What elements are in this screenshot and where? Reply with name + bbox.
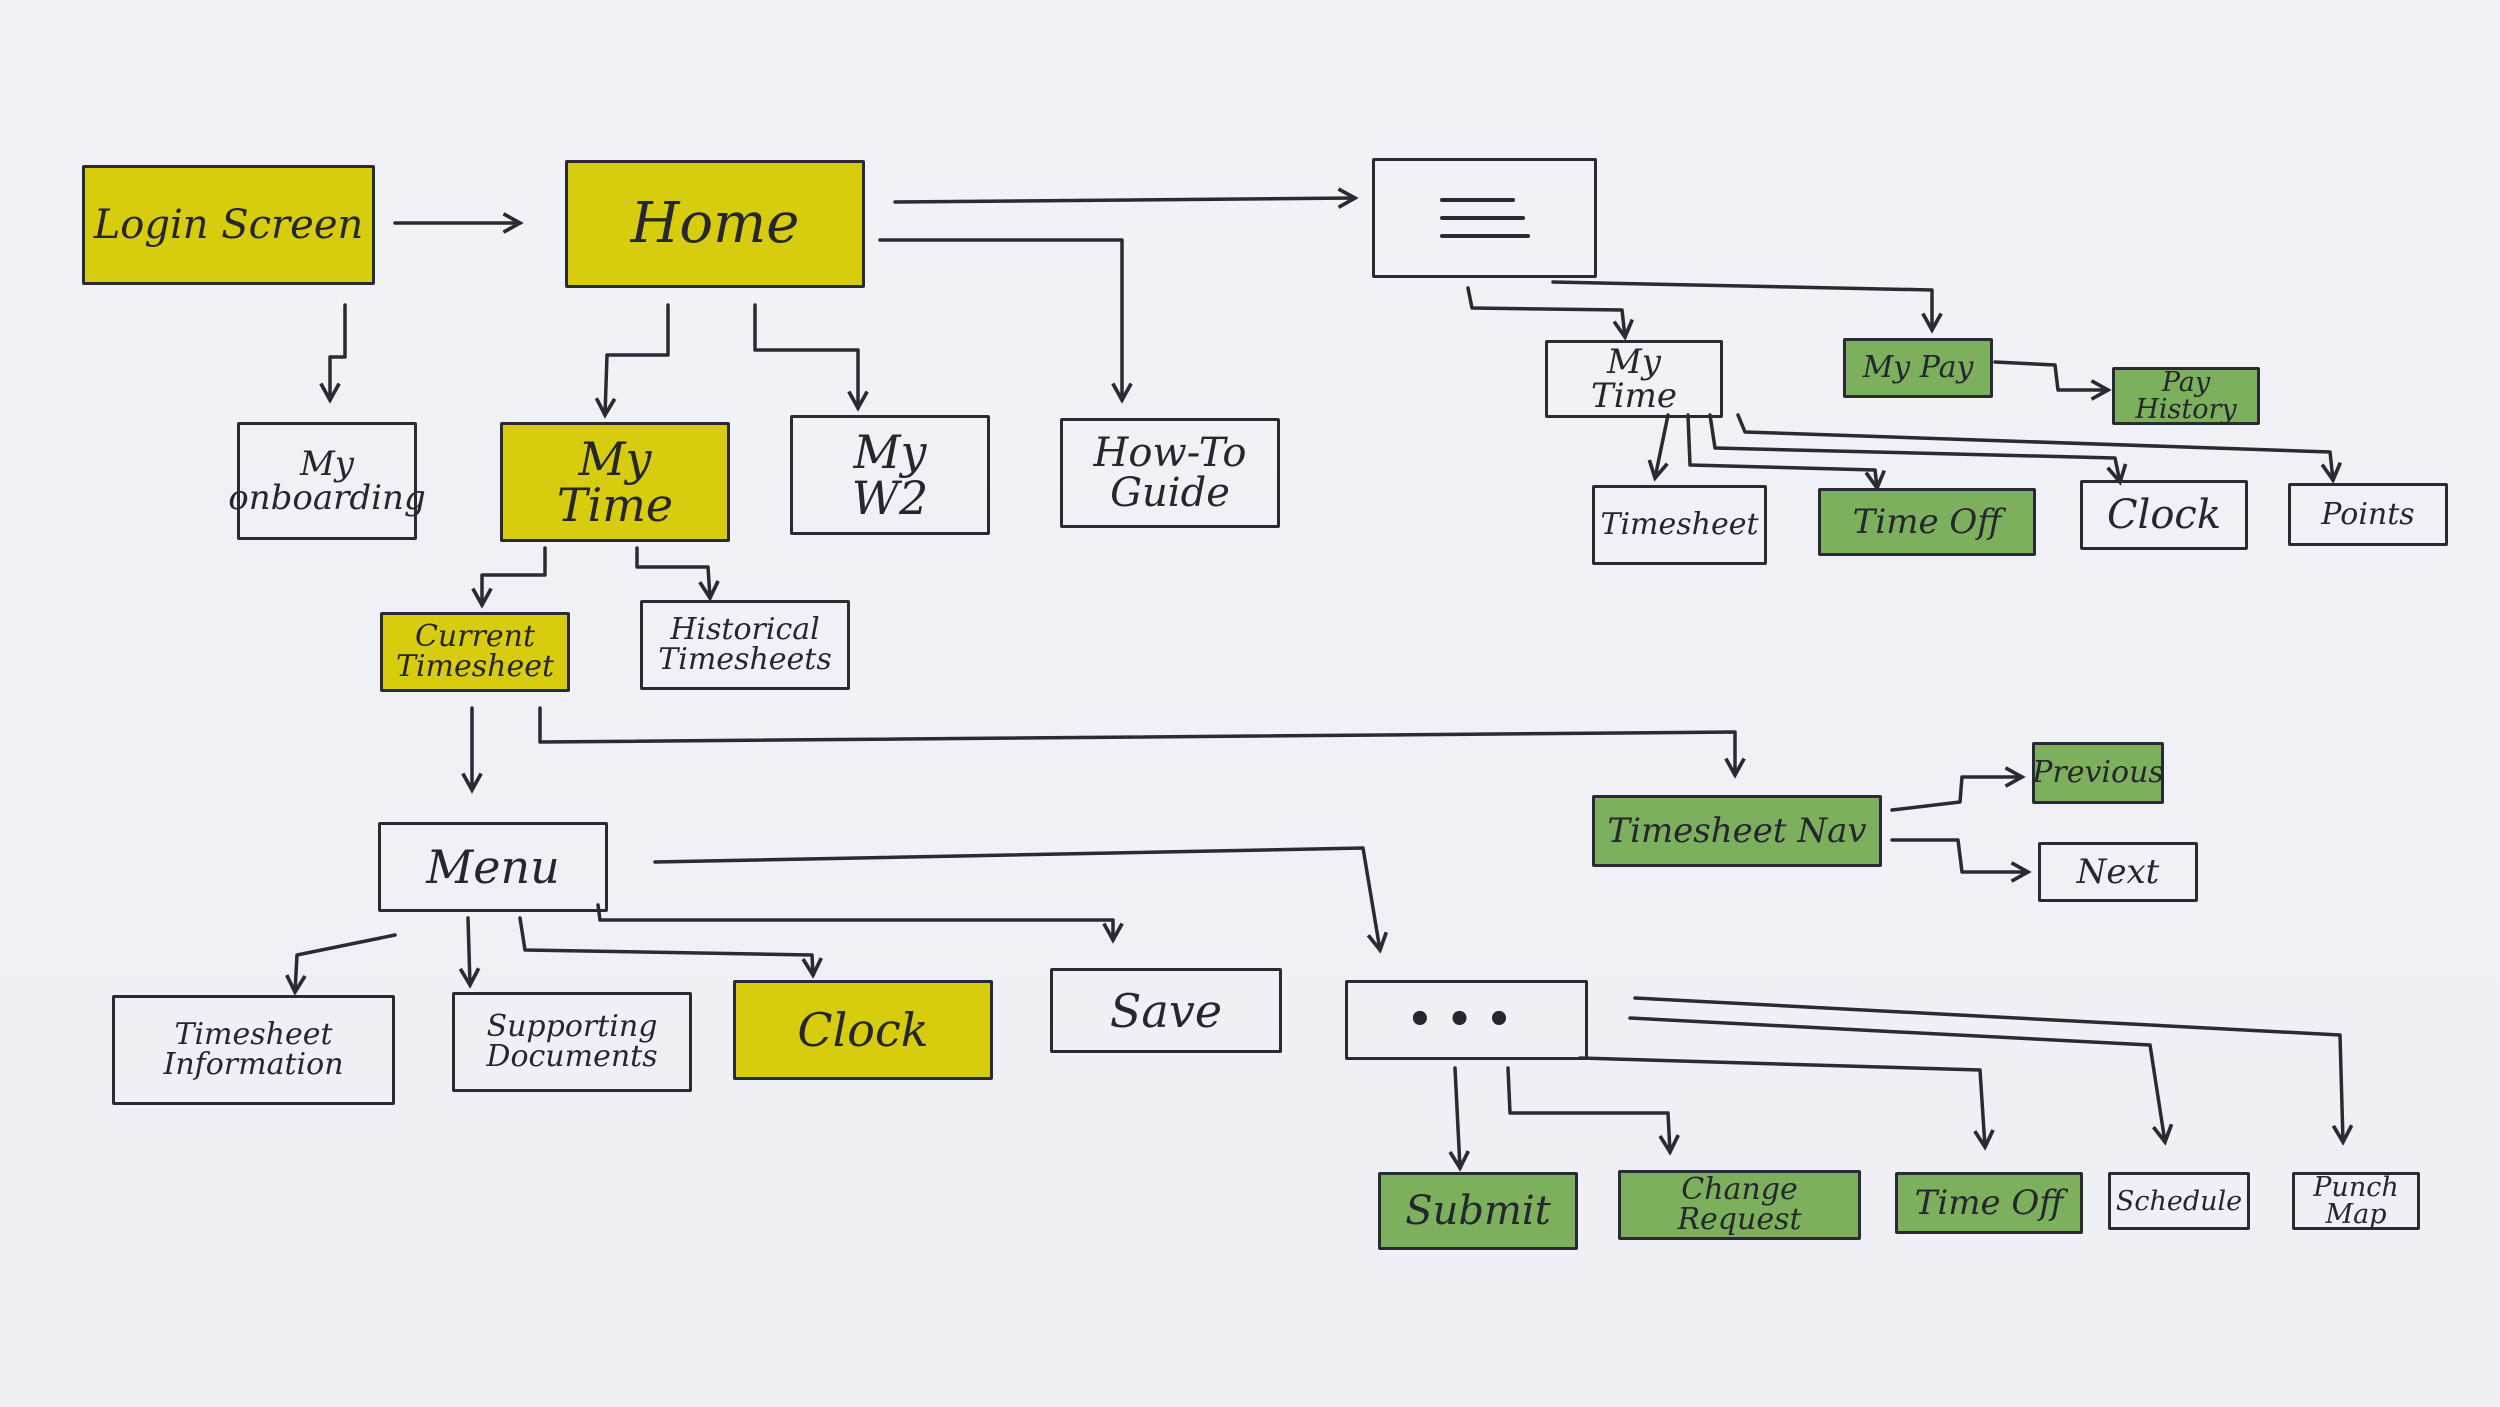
edge-home-my-onboarding: [330, 303, 347, 400]
node-change-request: Change Request: [1618, 1170, 1861, 1240]
edge-menu-clock: [518, 916, 813, 975]
edge-more-punch: [1633, 996, 2343, 1142]
node-my-w2: My W2: [790, 415, 990, 535]
edge-more-schedule: [1628, 1016, 2165, 1142]
node-points: Points: [2288, 483, 2448, 546]
node-menu: Menu: [378, 822, 608, 912]
edge-more-change: [1506, 1066, 1670, 1152]
edge-more-submit: [1455, 1066, 1460, 1168]
node-punch-map: Punch Map: [2292, 1172, 2420, 1230]
edge-home-how-to-guide: [878, 238, 1122, 400]
node-supporting-documents: Supporting Documents: [452, 992, 692, 1092]
edge-hamburger-my-pay: [1551, 280, 1932, 330]
edge-nav-next: [1890, 838, 2028, 872]
edge-hamburger-my-time: [1466, 286, 1625, 337]
node-submit: Submit: [1378, 1172, 1578, 1250]
edge-more-timeoff: [1578, 1056, 1985, 1147]
node-clock: Clock: [733, 980, 993, 1080]
node-save: Save: [1050, 968, 1282, 1053]
node-schedule: Schedule: [2108, 1172, 2250, 1230]
node-how-to-guide: How-To Guide: [1060, 418, 1280, 528]
edge-menu-timesheet-info: [295, 933, 397, 992]
node-clock-right: Clock: [2080, 480, 2248, 550]
edge-mytime-timesheet: [1655, 413, 1670, 478]
node-my-onboarding: My onboarding: [228, 422, 426, 540]
edge-nav-previous: [1890, 777, 2022, 812]
node-home: Home: [565, 160, 865, 288]
node-time-off-right: Time Off: [1818, 488, 2036, 556]
node-previous: Previous: [2032, 742, 2164, 804]
edge-home-hamburger: [893, 198, 1355, 202]
node-my-time-right: My Time: [1545, 340, 1723, 418]
edge-my-time-current: [482, 546, 547, 605]
edge-mytime-points: [1736, 413, 2333, 480]
more-options-icon: •••: [1407, 996, 1526, 1043]
edge-my-time-historical: [635, 546, 710, 598]
edge-mytime-clock: [1708, 413, 2120, 482]
edge-menu-more: [653, 846, 1380, 950]
node-timesheet-information: Timesheet Information: [112, 995, 395, 1105]
node-current-timesheet: Current Timesheet: [380, 612, 570, 692]
node-time-off-bottom: Time Off: [1895, 1172, 2083, 1234]
edge-my-pay-history: [1993, 360, 2108, 390]
edge-home-my-time: [605, 303, 670, 415]
node-next: Next: [2038, 842, 2198, 902]
node-timesheet-nav: Timesheet Nav: [1592, 795, 1882, 867]
node-timesheet-right: Timesheet: [1592, 485, 1767, 565]
edge-home-my-w2: [753, 303, 858, 408]
node-historical-timesheets: Historical Timesheets: [640, 600, 850, 690]
node-my-time: My Time: [500, 422, 730, 542]
node-pay-history: Pay History: [2112, 367, 2260, 425]
node-login-screen: Login Screen: [82, 165, 375, 285]
edge-current-nav: [538, 706, 1735, 775]
node-more-options: •••: [1345, 980, 1588, 1060]
edge-menu-save: [596, 903, 1113, 940]
node-my-pay: My Pay: [1843, 338, 1993, 398]
edge-menu-supporting: [468, 916, 470, 985]
hamburger-menu-icon: [1439, 198, 1530, 238]
edge-mytime-timeoff: [1686, 413, 1877, 488]
node-hamburger-menu: [1372, 158, 1597, 278]
